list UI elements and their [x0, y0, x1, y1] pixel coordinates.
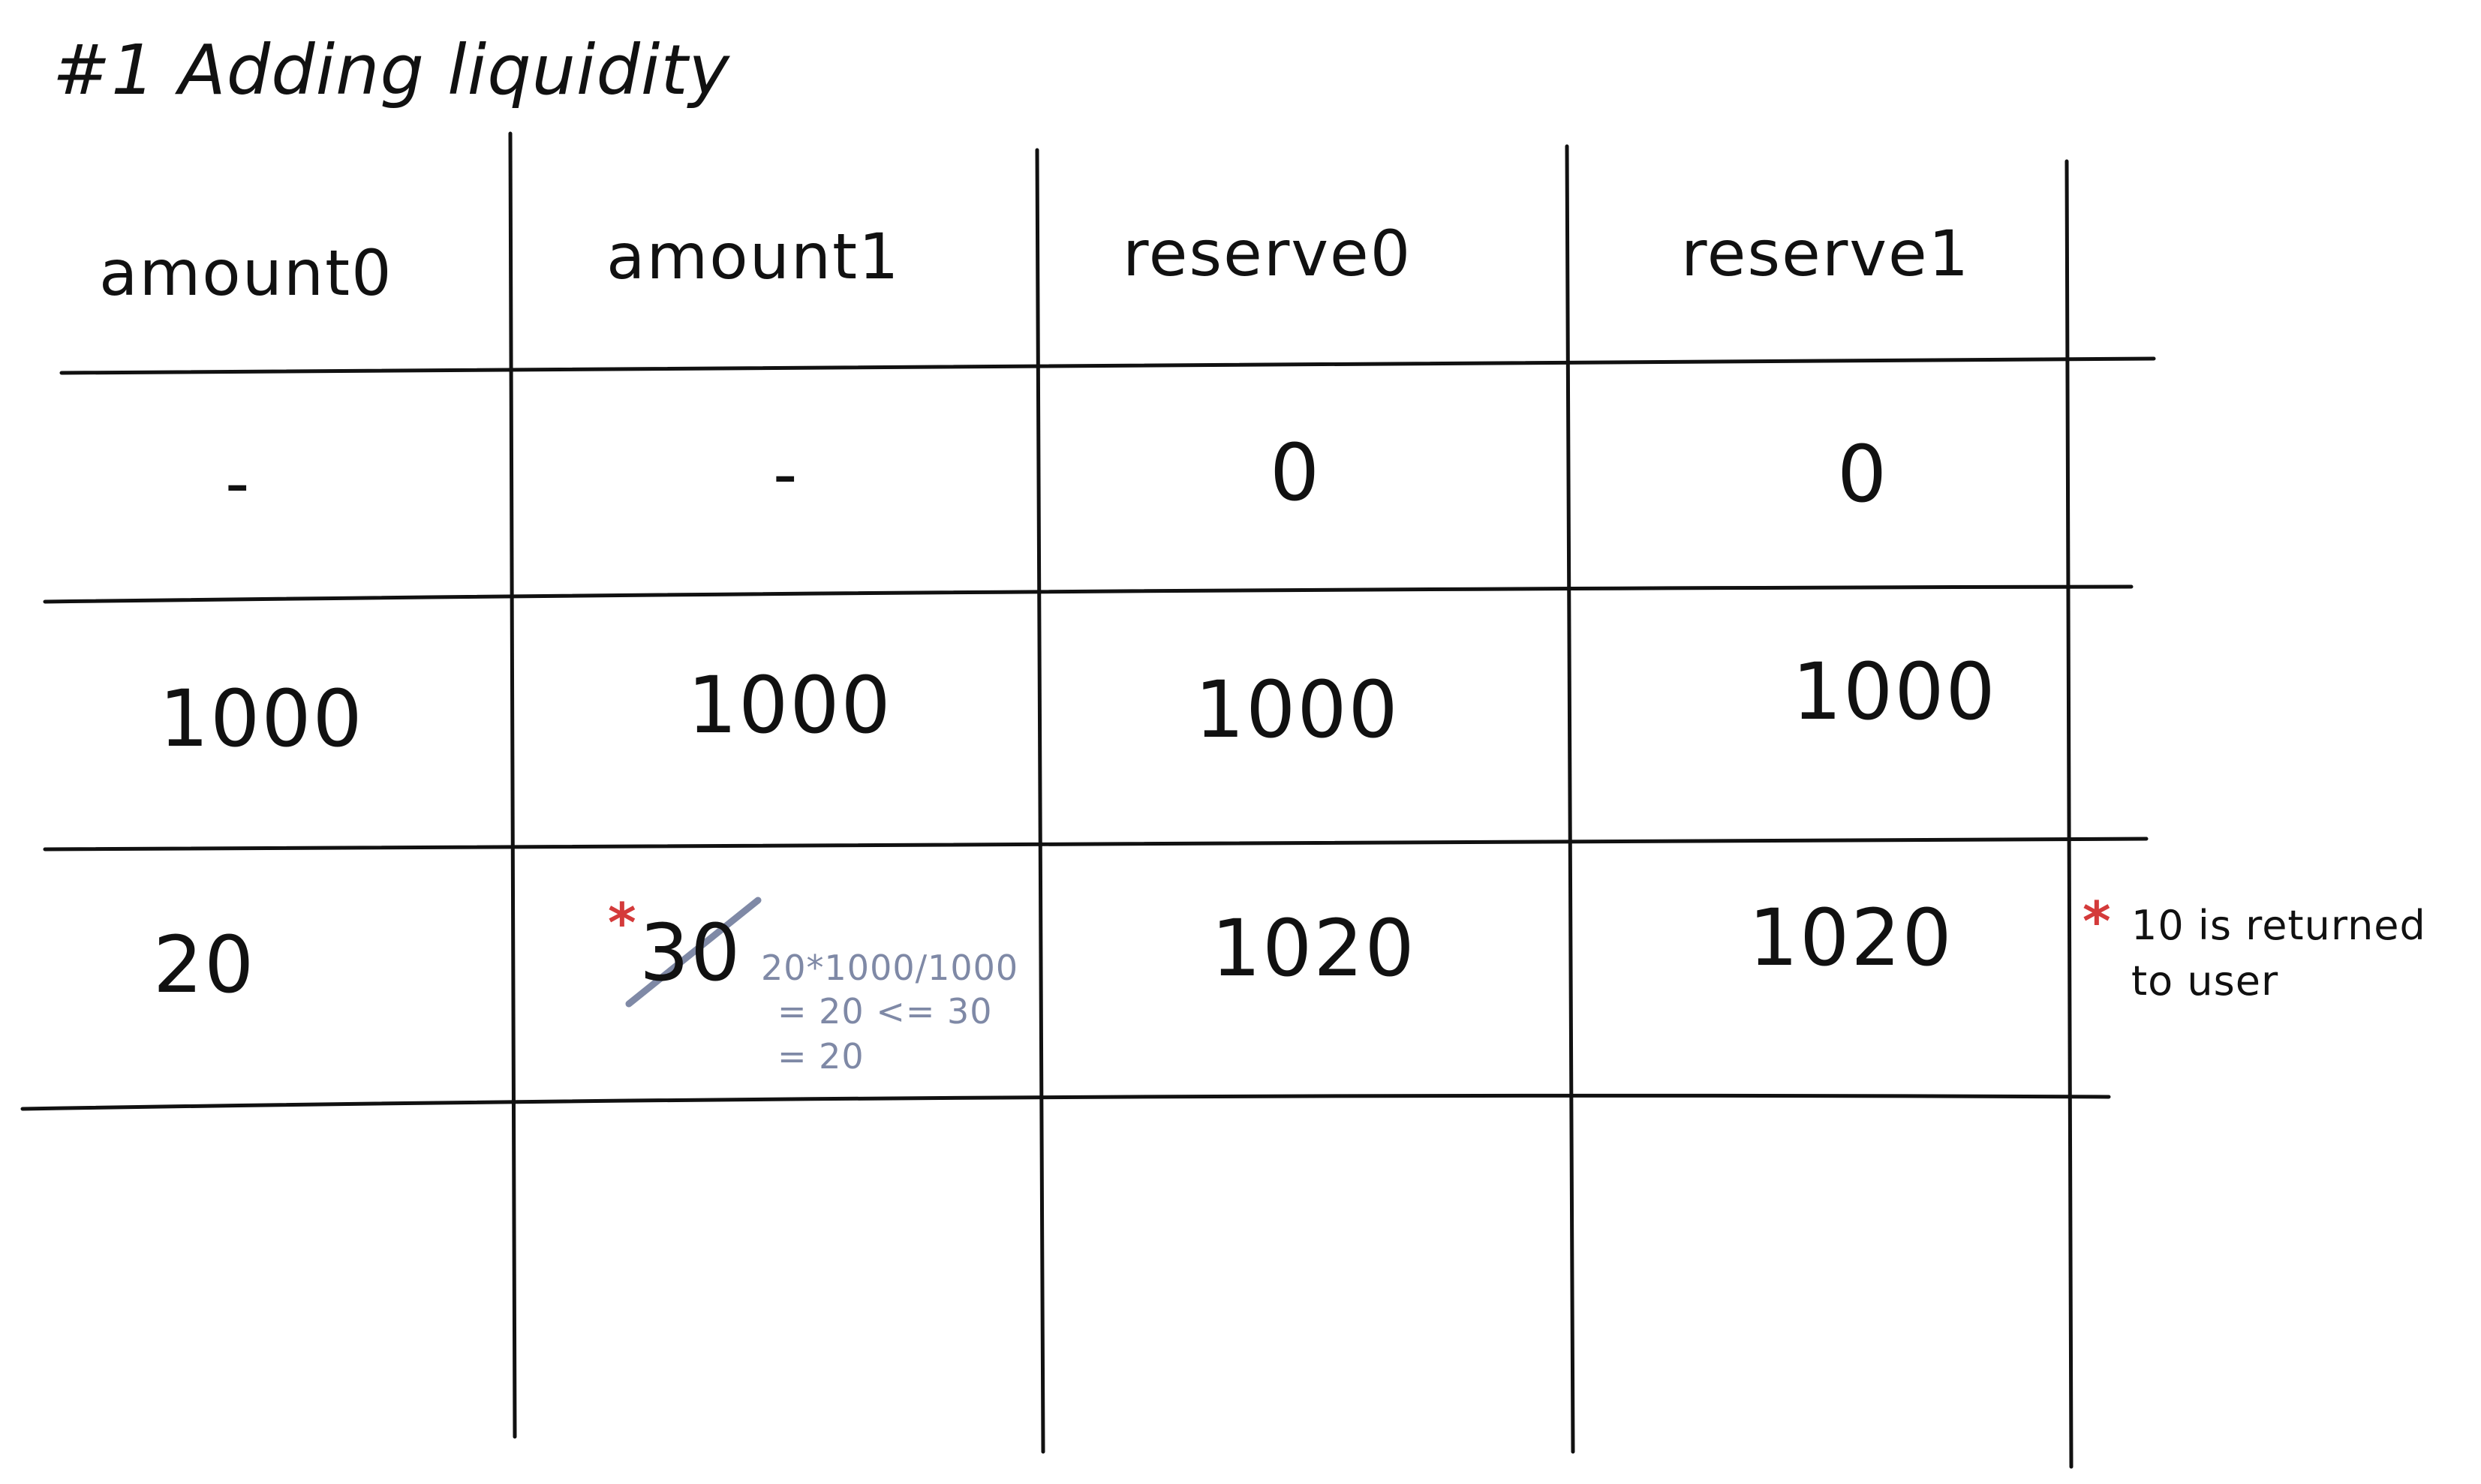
column-divider-line-2: [1035, 148, 1045, 1454]
header-divider-line: [59, 356, 2156, 375]
header-amount0: amount0: [99, 236, 393, 310]
row-divider-line-1: [43, 584, 2134, 604]
calculation-line-1: 20*1000/1000: [761, 948, 1019, 988]
cell-amount0-row2: 1000: [159, 673, 364, 765]
marker-asterisk-amount1: *: [608, 891, 636, 954]
strikethrough-mark: [625, 897, 762, 1008]
cell-reserve1-row3: 1020: [1749, 892, 1953, 984]
cell-reserve0-row2: 1000: [1195, 664, 1400, 756]
cell-amount0-row3: 20: [153, 919, 256, 1011]
column-divider-line-1: [508, 131, 517, 1439]
header-reserve1: reserve1: [1681, 217, 1971, 290]
row-divider-line-2: [43, 837, 2149, 852]
cell-amount1-row2: 1000: [687, 659, 892, 751]
cell-amount1-row3: 30: [639, 907, 742, 999]
marker-asterisk-note: *: [2083, 890, 2111, 953]
column-divider-line-3: [1565, 144, 1575, 1454]
cell-reserve1-row2: 1000: [1792, 646, 1997, 737]
calculation-line-2: = 20 <= 30: [777, 991, 993, 1032]
cell-reserve0-row1: 0: [1270, 427, 1322, 518]
column-divider-line-4: [2064, 159, 2074, 1469]
header-amount1: amount1: [606, 220, 901, 293]
row-divider-line-3: [20, 1093, 2111, 1111]
page-title: #1 Adding liquidity: [53, 30, 730, 110]
header-reserve0: reserve0: [1123, 217, 1412, 290]
side-note-line-2: to user: [2131, 957, 2279, 1005]
cell-amount0-row1: -: [225, 444, 251, 523]
cell-amount1-row1: -: [773, 435, 799, 514]
cell-reserve0-row3: 1020: [1211, 903, 1416, 994]
side-note-line-1: 10 is returned: [2131, 902, 2426, 949]
cell-reserve1-row1: 0: [1837, 428, 1889, 520]
calculation-line-3: = 20: [777, 1036, 865, 1077]
